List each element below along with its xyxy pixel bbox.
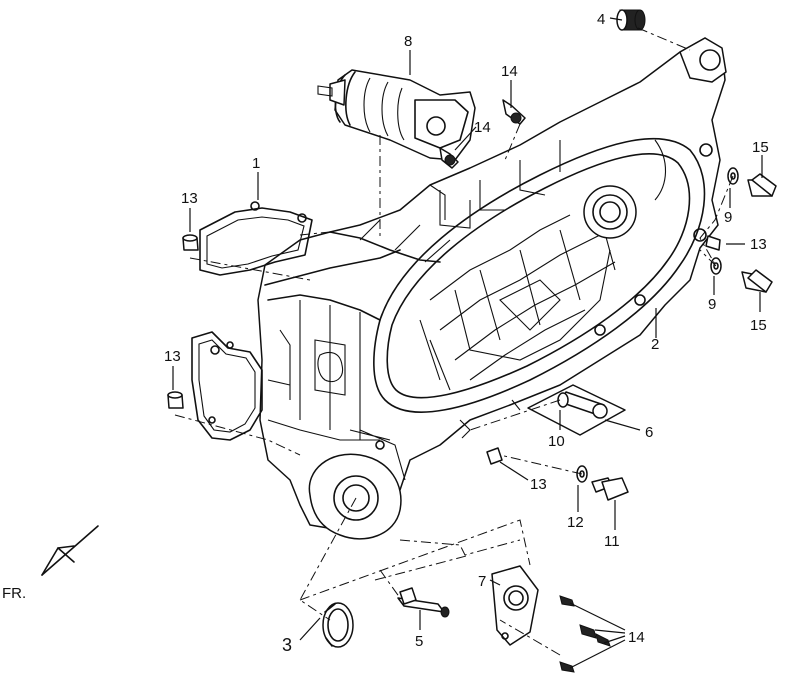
direction-arrow [41,525,99,576]
right-fasteners [710,167,777,293]
callout-13-right: 13 [750,236,767,253]
kick-shaft [397,587,450,618]
cover-plate [527,384,626,436]
callout-5: 5 [415,633,423,650]
direction-label: FR. [2,585,26,602]
leader-lines [172,17,763,669]
oil-seal [322,602,354,648]
callout-6: 6 [645,424,653,441]
callout-12: 12 [567,514,584,531]
starter-motor [317,69,476,161]
callout-13-center: 13 [530,476,547,493]
starter-bolts [439,99,526,169]
callout-10: 10 [548,433,565,450]
callout-9-upper: 9 [724,209,732,226]
gasket-lower [191,331,263,441]
drain-bolt [576,465,629,501]
callout-13-lower-left: 13 [164,348,181,365]
callout-8: 8 [404,33,412,50]
callout-1: 1 [252,155,260,172]
callout-3: 3 [282,635,292,655]
callout-9-lower: 9 [708,296,716,313]
rubber-bushing [616,9,646,31]
callout-11: 11 [604,533,620,550]
callout-14-top: 14 [501,63,518,80]
assembly-lines [174,27,734,656]
callout-13-upper-left: 13 [181,190,198,207]
callout-4: 4 [597,11,605,28]
callout-2: 2 [651,336,659,353]
callout-14-bottom: 14 [628,629,645,646]
callout-7: 7 [478,573,486,590]
crankcase-body [257,37,727,540]
callout-15-lower: 15 [750,317,767,334]
callout-15-upper: 15 [752,139,769,156]
callout-14-mid: 14 [474,119,491,136]
dowel-pins [167,234,721,465]
gasket-upper [199,201,313,276]
bracket [491,565,611,673]
